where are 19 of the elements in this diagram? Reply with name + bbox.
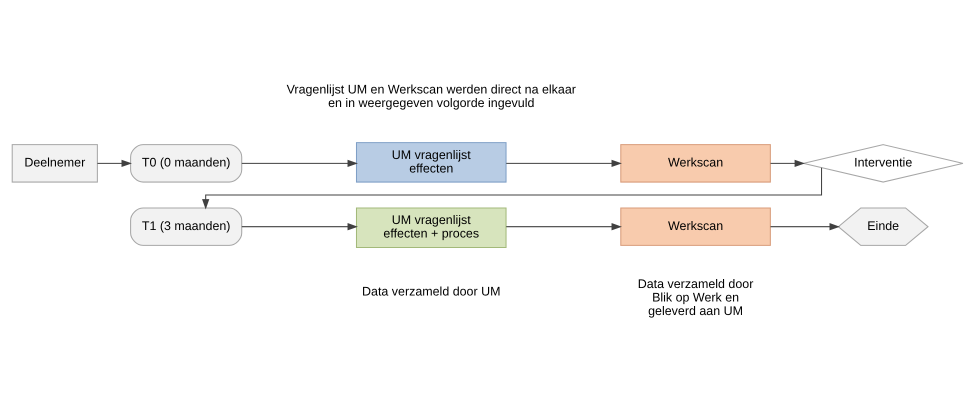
node-box: UM vragenlijst effecten + proces bbox=[356, 206, 507, 248]
node-box: Werkscan bbox=[620, 144, 771, 182]
node-box: Werkscan bbox=[620, 206, 771, 246]
arrow bbox=[242, 222, 358, 230]
arrow bbox=[202, 167, 822, 209]
node-box: T1 (3 maanden) bbox=[130, 206, 242, 246]
node-box: UM vragenlijst effecten bbox=[356, 142, 507, 182]
arrow bbox=[506, 222, 622, 230]
arrow bbox=[242, 159, 358, 166]
node-diamond: Interventie bbox=[802, 144, 964, 182]
arrow bbox=[770, 159, 805, 166]
node-box: T0 (0 maanden) bbox=[130, 144, 242, 182]
node-box: Deelnemer bbox=[12, 144, 98, 182]
node-label: Data verzameld door Blik op Werk en geleverd aan UM bbox=[638, 276, 754, 318]
arrow bbox=[770, 222, 840, 230]
arrow bbox=[506, 159, 622, 166]
label: Vragenlijst UM en Werkscan werden direct na elkaar en in weergegeven volgorde ingevuld bbox=[286, 82, 576, 110]
arrow bbox=[97, 159, 132, 166]
node-label: Data verzameld door UM bbox=[362, 284, 500, 298]
